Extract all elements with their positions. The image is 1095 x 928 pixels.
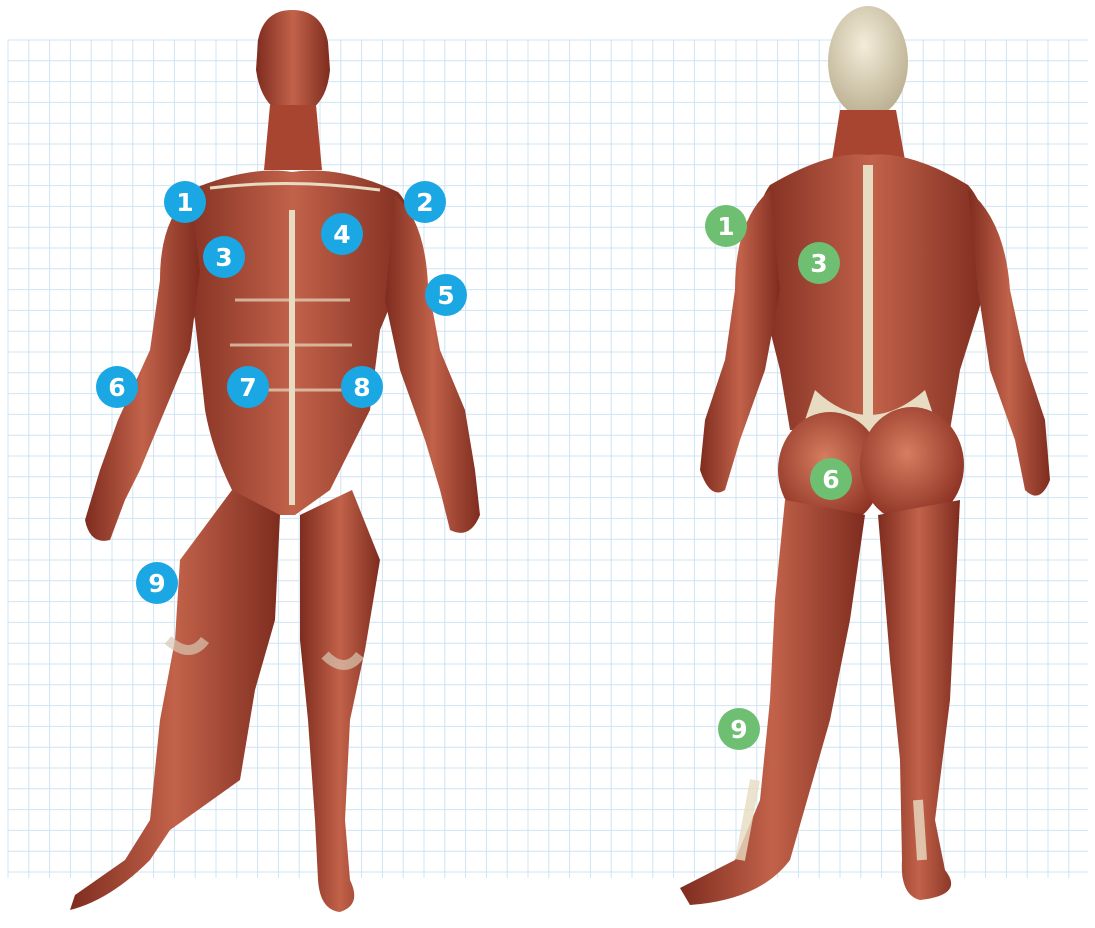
back-marker-3-label: 3: [810, 249, 827, 278]
front-marker-6-label: 6: [108, 373, 125, 402]
back-marker-6-label: 6: [822, 465, 839, 494]
front-marker-3: 3: [203, 236, 245, 278]
front-marker-1: 1: [164, 181, 206, 223]
front-marker-4-label: 4: [333, 220, 350, 249]
front-marker-3-label: 3: [215, 243, 232, 272]
back-marker-1: 1: [705, 205, 747, 247]
back-marker-9-label: 9: [730, 715, 747, 744]
front-marker-9-label: 9: [148, 569, 165, 598]
front-marker-7-label: 7: [239, 373, 256, 402]
back-right-arm: [968, 190, 1050, 496]
front-marker-8-label: 8: [353, 373, 370, 402]
front-marker-5: 5: [425, 274, 467, 316]
back-marker-6: 6: [810, 458, 852, 500]
front-marker-2-label: 2: [416, 188, 433, 217]
back-marker-9: 9: [718, 708, 760, 750]
back-marker-1-label: 1: [717, 212, 734, 241]
front-marker-5-label: 5: [437, 281, 454, 310]
back-neck: [832, 110, 905, 160]
front-marker-8: 8: [341, 366, 383, 408]
back-marker-3: 3: [798, 242, 840, 284]
back-left-leg: [680, 500, 865, 905]
front-marker-9: 9: [136, 562, 178, 604]
front-marker-1-label: 1: [176, 188, 193, 217]
back-head: [828, 6, 908, 118]
front-marker-7: 7: [227, 366, 269, 408]
front-marker-6: 6: [96, 366, 138, 408]
front-marker-4: 4: [321, 213, 363, 255]
front-marker-2: 2: [404, 181, 446, 223]
